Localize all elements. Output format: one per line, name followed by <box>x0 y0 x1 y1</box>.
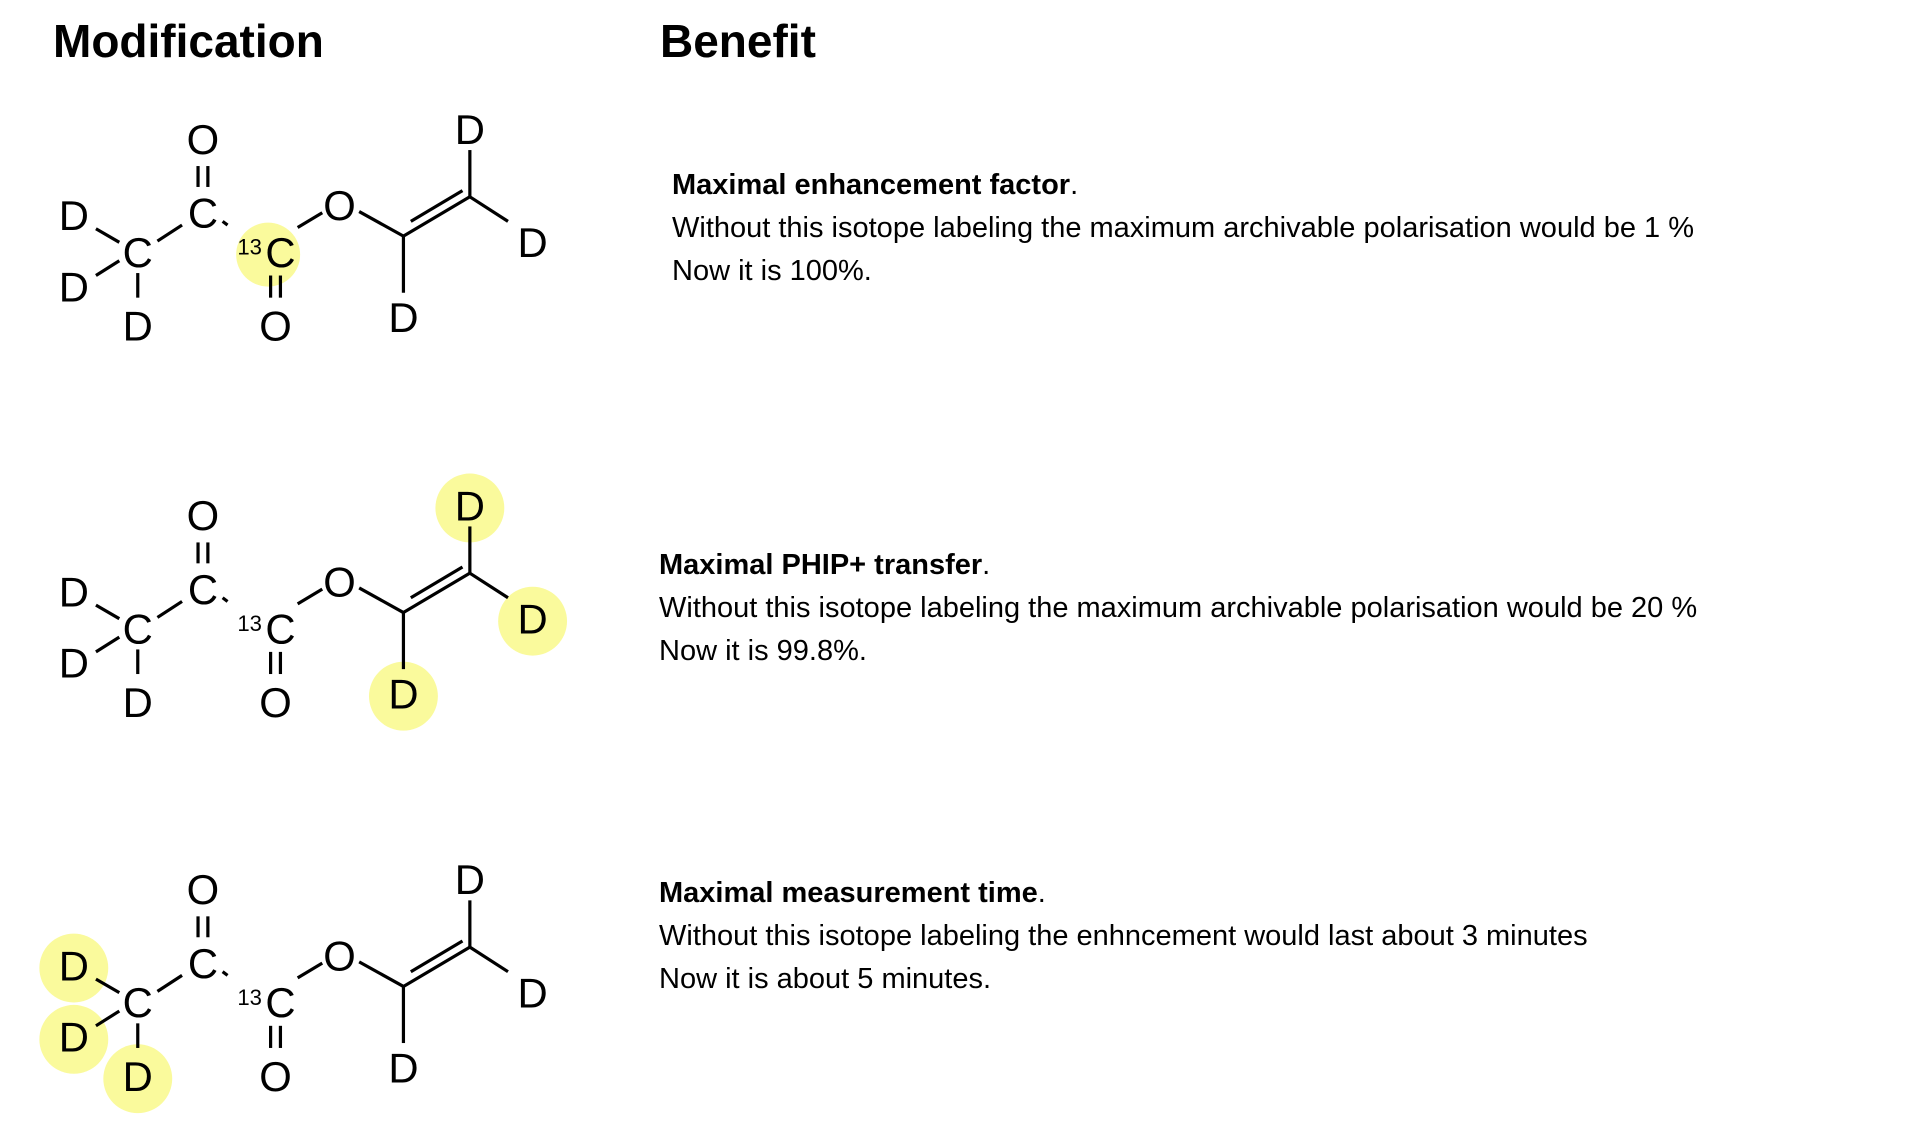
atom-c-methyl: C <box>123 229 153 276</box>
bond <box>95 227 121 244</box>
atom-c-methyl: C <box>123 605 153 652</box>
atom-o-ester: O <box>323 932 356 979</box>
atom-o-keto: O <box>187 116 220 163</box>
highlight-circle <box>103 1044 173 1114</box>
atom-c-keto: C <box>188 190 218 237</box>
highlight-circle <box>236 222 301 287</box>
bond <box>468 195 509 223</box>
atom-c13: C <box>265 979 295 1026</box>
atom-d-vbottom: D <box>388 670 418 717</box>
bond <box>156 974 183 993</box>
atom-o-keto: O <box>187 866 220 913</box>
atom-c13: C <box>265 605 295 652</box>
atom-d-m1: D <box>59 192 89 239</box>
atom-d-vright: D <box>517 969 547 1016</box>
atom-o-carbonyl: O <box>259 679 292 726</box>
atom-o-ester: O <box>323 559 356 606</box>
bond <box>402 195 471 238</box>
highlight-circle <box>39 933 109 1003</box>
modification-header: Modification <box>53 15 324 67</box>
bond <box>402 571 471 614</box>
isotope-label: 13 <box>237 235 262 260</box>
atom-o-carbonyl: O <box>259 1053 292 1100</box>
bond <box>358 960 405 988</box>
bond <box>468 571 509 600</box>
isotope-label: 13 <box>237 985 262 1010</box>
bond <box>221 970 229 977</box>
atom-o-ester: O <box>323 182 356 229</box>
atom-d-vbottom: D <box>388 1044 418 1091</box>
atom-d-vtop: D <box>455 106 485 153</box>
bond <box>358 586 405 614</box>
bond <box>358 210 405 238</box>
bond <box>156 223 183 243</box>
isotope-label: 13 <box>237 611 262 636</box>
bond <box>296 961 324 980</box>
highlight-circle <box>498 586 568 656</box>
benefit-block-2: Maximal PHIP+ transfer. Without this iso… <box>659 544 1697 673</box>
benefit-block-3: Maximal measurement time. Without this i… <box>659 872 1588 1001</box>
bond <box>95 1009 121 1028</box>
atom-c13: C <box>265 229 295 276</box>
benefit-line: Without this isotope labeling the maximu… <box>672 212 1694 244</box>
atom-c-keto: C <box>188 566 218 613</box>
bond <box>296 211 324 229</box>
benefit-title: Maximal measurement time <box>659 877 1038 909</box>
highlight-circle <box>369 661 438 731</box>
benefit-line: Now it is about 5 minutes. <box>659 963 992 995</box>
bond <box>221 220 229 227</box>
benefit-line: Without this isotope labeling the enhnce… <box>659 920 1588 952</box>
benefit-line: Now it is 100%. <box>672 255 872 287</box>
atom-d-vtop: D <box>455 856 485 903</box>
benefit-header: Benefit <box>660 15 816 67</box>
bond <box>410 939 464 974</box>
atom-c-keto: C <box>188 940 218 987</box>
bond <box>95 259 121 277</box>
benefit-line: Without this isotope labeling the maximu… <box>659 592 1698 624</box>
benefit-title: Maximal enhancement factor <box>672 169 1071 201</box>
bond <box>95 635 121 654</box>
atom-o-carbonyl: O <box>259 303 292 350</box>
bond <box>156 600 183 619</box>
bond <box>410 565 464 600</box>
atom-d-m1: D <box>59 568 89 615</box>
atom-d-m3: D <box>123 1053 153 1100</box>
bond <box>95 977 121 994</box>
bond <box>221 596 229 603</box>
atom-d-m2: D <box>59 640 89 687</box>
atom-o-keto: O <box>187 492 220 539</box>
highlight-circle <box>39 1004 109 1074</box>
bond <box>410 189 464 223</box>
bond <box>296 587 324 606</box>
highlight-circle <box>435 473 505 543</box>
atom-d-vbottom: D <box>388 294 418 341</box>
bond <box>95 603 121 621</box>
atom-d-m2: D <box>59 1014 89 1061</box>
atom-d-m1: D <box>59 942 89 989</box>
benefit-block-1: Maximal enhancement factor. Without this… <box>672 164 1694 293</box>
benefit-title: Maximal PHIP+ transfer <box>659 549 983 581</box>
atom-d-vtop: D <box>455 482 485 529</box>
atom-d-m2: D <box>59 263 89 310</box>
benefit-line: Now it is 99.8%. <box>659 635 867 667</box>
atom-d-m3: D <box>123 303 153 350</box>
atom-d-vright: D <box>517 219 547 266</box>
bond <box>402 945 471 988</box>
atom-d-m3: D <box>123 679 153 726</box>
bond <box>468 945 509 974</box>
atom-d-vright: D <box>517 595 547 642</box>
atom-c-methyl: C <box>123 979 153 1026</box>
